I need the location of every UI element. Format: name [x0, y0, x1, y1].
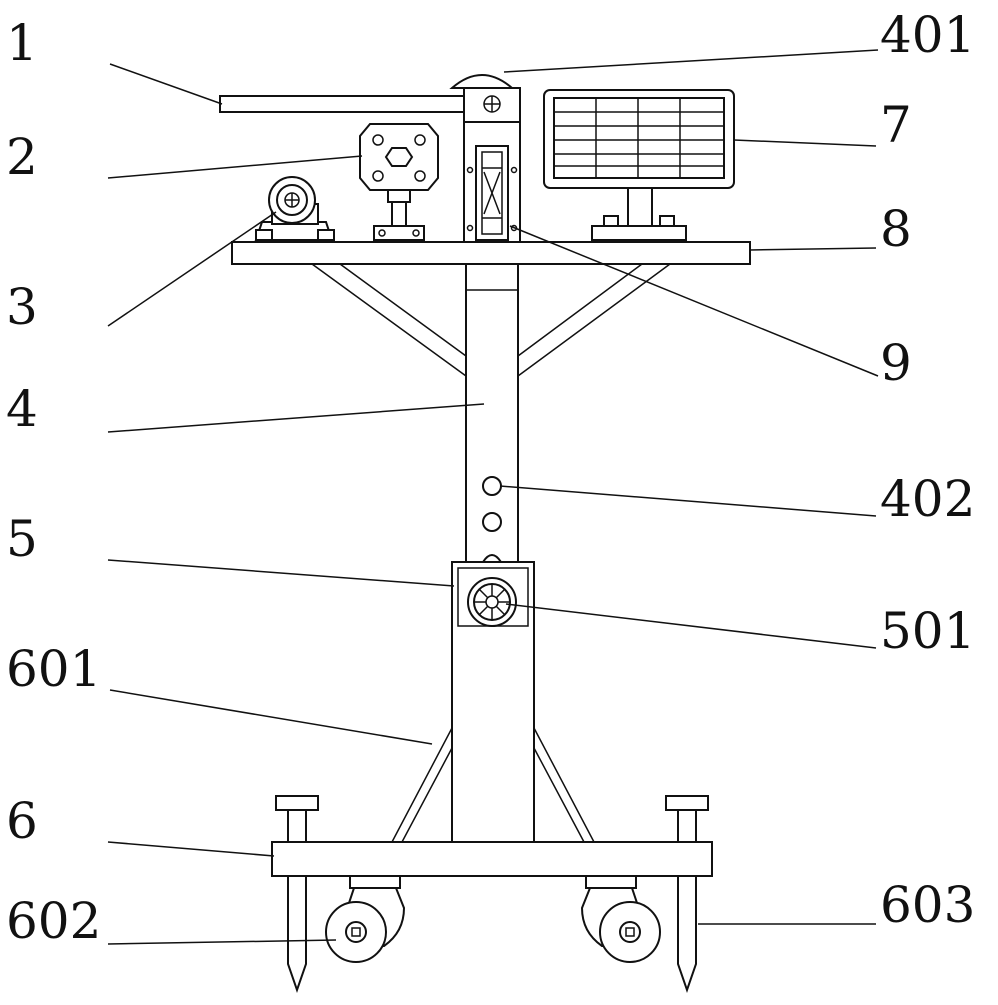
label-9: 9	[880, 334, 912, 392]
base-frame	[271, 841, 713, 877]
label-5: 5	[6, 510, 38, 568]
label-402: 402	[880, 470, 976, 528]
caster-wheel-right	[580, 875, 661, 963]
label-501: 501	[880, 602, 976, 660]
label-7: 7	[880, 96, 912, 154]
adjust-hole	[482, 512, 502, 532]
top-cap	[449, 74, 515, 89]
label-601: 601	[6, 640, 102, 698]
support-strut-right	[533, 727, 595, 843]
adjust-hole	[482, 476, 502, 496]
ground-spike-right	[665, 795, 709, 994]
support-strut-left	[391, 727, 453, 843]
right-brace	[517, 263, 671, 377]
lightning-rod-arm	[219, 95, 467, 113]
label-401: 401	[880, 6, 976, 64]
leader-lines	[107, 49, 879, 945]
label-2: 2	[6, 128, 38, 186]
caster-wheel-left	[325, 875, 406, 963]
label-8: 8	[880, 200, 912, 258]
label-6: 6	[6, 792, 38, 850]
label-602: 602	[6, 892, 102, 950]
solar-panel	[543, 89, 735, 241]
mounting-platform	[231, 241, 751, 265]
left-brace	[311, 263, 467, 377]
ground-spike-left	[275, 795, 319, 994]
sensor-mount	[254, 176, 335, 241]
label-3: 3	[6, 278, 38, 336]
label-1: 1	[6, 14, 38, 72]
label-603: 603	[880, 876, 976, 934]
label-4: 4	[6, 380, 38, 438]
monitor-unit	[359, 123, 439, 241]
locking-knob	[467, 577, 517, 627]
